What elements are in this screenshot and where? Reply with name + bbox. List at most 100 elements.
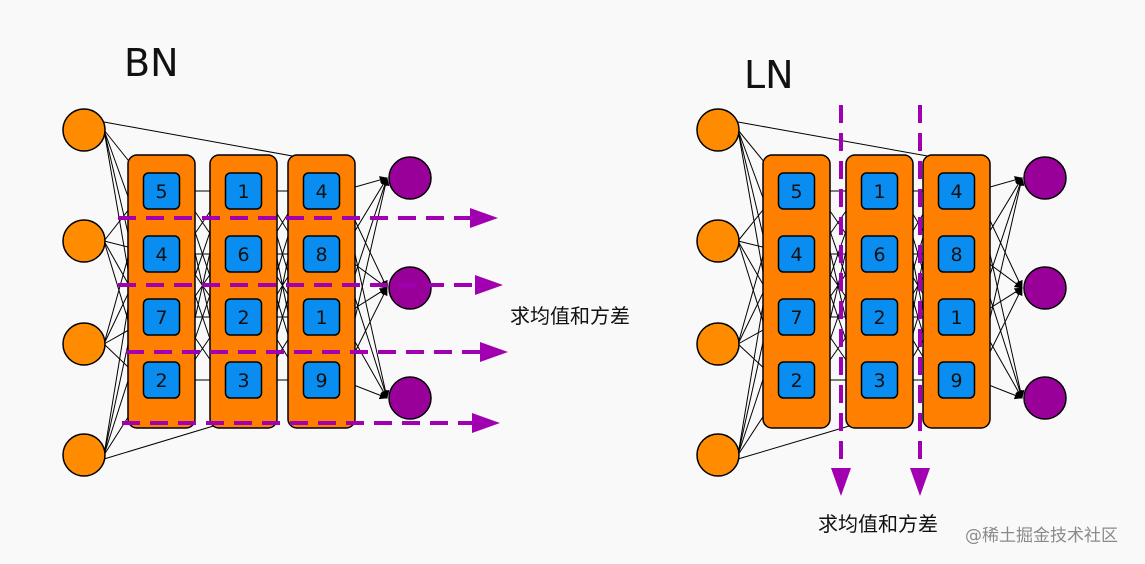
cell-value: 2 [155, 370, 167, 392]
cell-value: 6 [873, 244, 885, 266]
arrowhead-icon [480, 342, 508, 362]
value-cell [860, 172, 899, 210]
value-cell [860, 361, 899, 399]
ln-caption: 求均值和方差 [818, 512, 938, 536]
cell-value: 9 [950, 370, 962, 392]
cell-value: 2 [873, 307, 885, 329]
cell-value: 2 [237, 307, 249, 329]
input-node [62, 108, 106, 152]
column-box [922, 154, 991, 429]
output-node [388, 156, 432, 200]
value-cell [860, 235, 899, 273]
bn-caption: 求均值和方差 [510, 304, 630, 328]
value-cell [937, 298, 976, 336]
cell-value: 1 [950, 307, 962, 329]
value-cell [860, 298, 899, 336]
cell-value: 9 [315, 370, 327, 392]
value-cell [224, 172, 263, 210]
cell-value: 8 [950, 244, 962, 266]
value-cell [777, 172, 816, 210]
output-node [388, 376, 432, 420]
arrowhead-icon [910, 468, 930, 496]
cell-value: 1 [315, 307, 327, 329]
column-box [845, 154, 914, 429]
value-cell [142, 361, 181, 399]
arrowhead-icon [831, 468, 851, 496]
value-cell [142, 172, 181, 210]
value-cell [224, 298, 263, 336]
output-node [388, 266, 432, 310]
value-cell [937, 361, 976, 399]
ln-input-nodes [696, 108, 740, 477]
value-cell [224, 235, 263, 273]
input-node [62, 322, 106, 366]
value-cell [142, 235, 181, 273]
ln-column-dashes [839, 105, 922, 468]
cell-value: 1 [237, 181, 249, 203]
arrowhead-icon [472, 413, 500, 433]
cell-value: 3 [873, 370, 885, 392]
cell-value: 6 [237, 244, 249, 266]
cell-value: 7 [790, 307, 802, 329]
column-box [762, 154, 831, 429]
arrowhead-icon [470, 208, 498, 228]
column-box [287, 154, 356, 429]
ln-column-arrowheads [831, 468, 930, 496]
cell-value: 3 [237, 370, 249, 392]
output-node [1023, 266, 1067, 310]
connection-line [737, 423, 857, 460]
input-node [696, 108, 740, 152]
input-node [696, 433, 740, 477]
ln-output-nodes [1023, 156, 1067, 420]
cell-value: 5 [790, 181, 802, 203]
input-node [62, 219, 106, 263]
cell-value: 4 [790, 244, 802, 266]
value-cell [302, 298, 341, 336]
connection-line [737, 121, 934, 158]
column-box [127, 154, 196, 429]
value-cell [302, 172, 341, 210]
value-cell [777, 298, 816, 336]
bn-row-arrowheads [470, 208, 508, 433]
cell-value: 4 [315, 181, 327, 203]
connection-line [103, 423, 221, 460]
cell-value: 1 [873, 181, 885, 203]
value-cell [937, 235, 976, 273]
bn-input-nodes [62, 108, 106, 477]
value-cell [302, 235, 341, 273]
feature-column: 5 4 7 2 [762, 154, 831, 429]
bn-output-nodes [388, 156, 432, 420]
watermark: @稀土掘金技术社区 [965, 526, 1118, 546]
cell-value: 8 [315, 244, 327, 266]
input-node [62, 433, 106, 477]
feature-column: 4 8 1 9 [287, 154, 356, 429]
value-cell [302, 361, 341, 399]
output-node [1023, 156, 1067, 200]
value-cell [777, 361, 816, 399]
value-cell [777, 235, 816, 273]
cell-value: 4 [155, 244, 167, 266]
cell-value: 2 [790, 370, 802, 392]
value-cell [142, 298, 181, 336]
value-cell [224, 361, 263, 399]
output-node [1023, 376, 1067, 420]
feature-column: 4 8 1 9 [922, 154, 991, 429]
input-node [696, 219, 740, 263]
input-node [696, 322, 740, 366]
bn-title: BN [124, 41, 179, 85]
value-cell [937, 172, 976, 210]
bn-row-dashes [118, 216, 480, 425]
column-box [209, 154, 278, 429]
ln-title: LN [744, 53, 794, 97]
connection-line [103, 121, 299, 158]
arrowhead-icon [475, 275, 503, 295]
cell-value: 4 [950, 181, 962, 203]
